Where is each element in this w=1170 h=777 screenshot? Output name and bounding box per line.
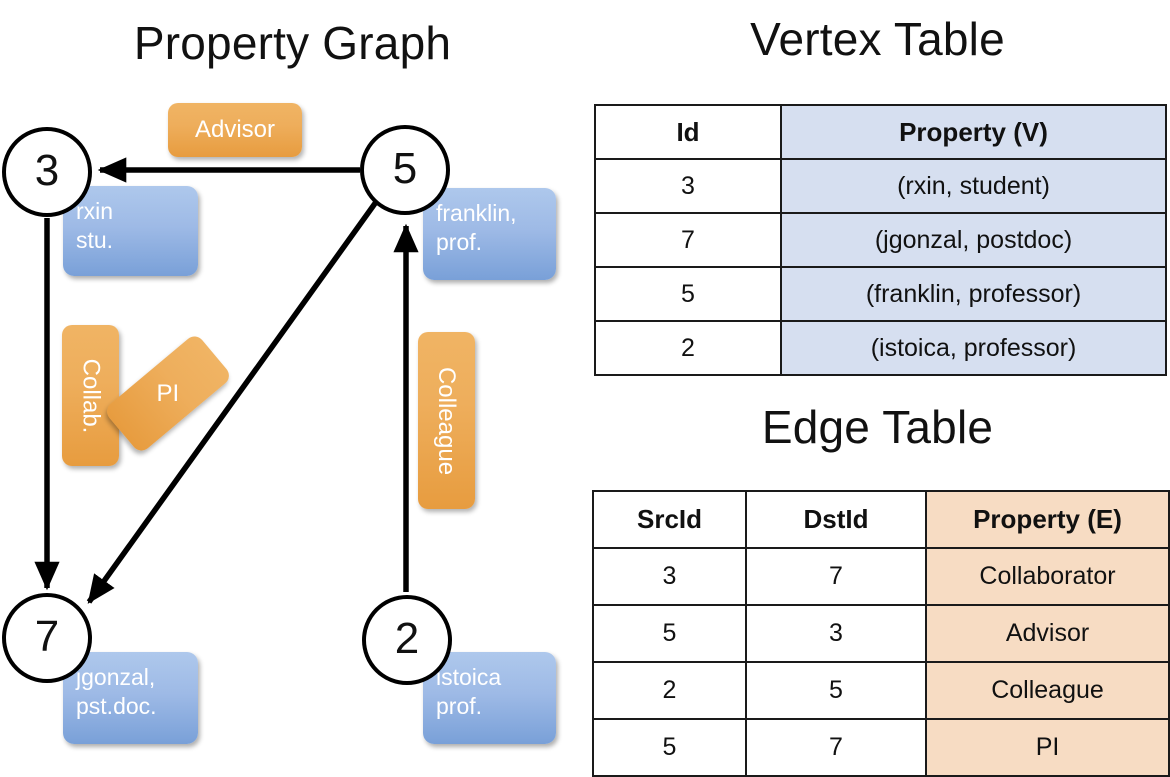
edge-dstid-cell: 5	[745, 661, 927, 720]
vertex-property-box-7: jgonzal, pst.doc.	[63, 652, 198, 744]
edge-property-cell: PI	[925, 718, 1170, 777]
edge-table-header-dstid: DstId	[745, 490, 927, 549]
table-row: 2 5 Colleague	[592, 661, 1170, 720]
table-row: 7 (jgonzal, postdoc)	[594, 212, 1167, 268]
table-row: 2 (istoica, professor)	[594, 320, 1167, 376]
table-row: 5 3 Advisor	[592, 604, 1170, 663]
vertex-property-box-5: franklin, prof.	[423, 188, 556, 280]
edge-table: SrcId DstId Property (E) 3 7 Collaborato…	[592, 490, 1170, 777]
graph-node-5[interactable]: 5	[360, 125, 450, 215]
edge-label-advisor-text: Advisor	[194, 116, 276, 143]
graph-node-7-label: 7	[34, 612, 60, 661]
vertex-table: Id Property (V) 3 (rxin, student) 7 (jgo…	[594, 104, 1167, 376]
graph-node-7[interactable]: 7	[2, 593, 92, 683]
edge-srcid-cell: 5	[592, 604, 747, 663]
page-title-property-graph: Property Graph	[133, 17, 452, 69]
vertex-property-2-line2: prof.	[436, 693, 483, 720]
edge-label-collab: Collab.	[62, 325, 119, 466]
edge-table-header-row: SrcId DstId Property (E)	[592, 490, 1170, 549]
vertex-property-3-line1: rxin	[76, 198, 114, 224]
vertex-property-cell: (istoica, professor)	[780, 320, 1167, 376]
vertex-property-box-2: istoica prof.	[423, 652, 556, 744]
page-title-vertex-table: Vertex Table	[750, 13, 1005, 65]
vertex-property-cell: (franklin, professor)	[780, 266, 1167, 322]
edge-property-cell: Collaborator	[925, 547, 1170, 606]
graph-node-3-label: 3	[34, 146, 60, 195]
table-row: 5 (franklin, professor)	[594, 266, 1167, 322]
slide-canvas: Property Graph Vertex Table Edge Table A…	[2, 13, 1170, 777]
vertex-property-box-3: rxin stu.	[63, 186, 198, 276]
vertex-property-cell: (rxin, student)	[780, 158, 1167, 214]
vertex-property-7-line2: pst.doc.	[76, 693, 157, 720]
edge-dstid-cell: 7	[745, 718, 927, 777]
edge-table-header-property: Property (E)	[925, 490, 1170, 549]
edge-property-cell: Colleague	[925, 661, 1170, 720]
vertex-id-cell: 5	[594, 266, 782, 322]
vertex-property-2-line1: istoica	[436, 664, 502, 690]
graph-node-2-label: 2	[394, 614, 420, 663]
vertex-property-3-line2: stu.	[76, 227, 114, 254]
edge-srcid-cell: 3	[592, 547, 747, 606]
edge-label-colleague-text: Colleague	[433, 366, 461, 475]
edge-label-pi-text: PI	[156, 379, 180, 407]
graph-edges	[34, 157, 419, 604]
table-row: 3 7 Collaborator	[592, 547, 1170, 606]
vertex-table-header-property: Property (V)	[780, 104, 1167, 160]
table-row: 3 (rxin, student)	[594, 158, 1167, 214]
edge-dstid-cell: 3	[745, 604, 927, 663]
edge-dstid-cell: 7	[745, 547, 927, 606]
table-row: 5 7 PI	[592, 718, 1170, 777]
graph-node-3[interactable]: 3	[2, 127, 92, 217]
vertex-property-cell: (jgonzal, postdoc)	[780, 212, 1167, 268]
edge-srcid-cell: 5	[592, 718, 747, 777]
graph-node-5-label: 5	[392, 144, 418, 193]
vertex-property-7-line1: jgonzal,	[76, 664, 156, 690]
edge-property-cell: Advisor	[925, 604, 1170, 663]
edge-label-colleague: Colleague	[418, 332, 475, 509]
edge-label-collab-text: Collab.	[77, 358, 105, 433]
edge-5-to-7-pi	[86, 200, 379, 604]
vertex-id-cell: 2	[594, 320, 782, 376]
vertex-table-header-id: Id	[594, 104, 782, 160]
page-title-edge-table: Edge Table	[761, 401, 994, 453]
graph-node-2[interactable]: 2	[362, 595, 452, 685]
edge-table-header-srcid: SrcId	[592, 490, 747, 549]
edge-label-advisor: Advisor	[168, 103, 302, 157]
vertex-table-header-row: Id Property (V)	[594, 104, 1167, 160]
vertex-property-5-line2: prof.	[436, 229, 483, 256]
vertex-property-5-line1: franklin,	[436, 200, 517, 226]
vertex-id-cell: 7	[594, 212, 782, 268]
vertex-id-cell: 3	[594, 158, 782, 214]
edge-srcid-cell: 2	[592, 661, 747, 720]
